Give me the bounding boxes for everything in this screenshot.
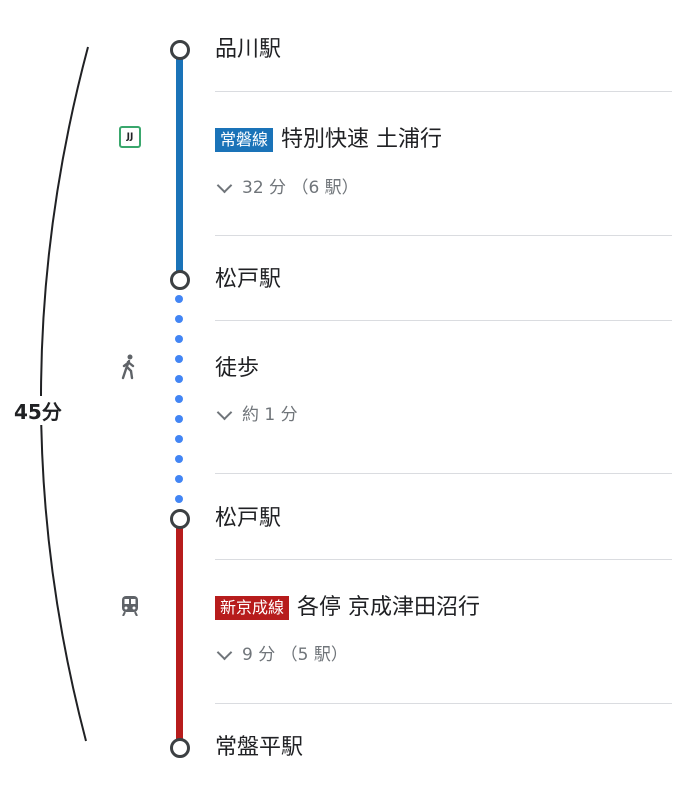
walk-path-dot xyxy=(175,355,183,363)
divider xyxy=(215,703,672,704)
walk-path-dot xyxy=(175,455,183,463)
train-icon xyxy=(122,596,138,616)
shinkeisei-line-bar xyxy=(176,524,183,746)
walk-path-dot xyxy=(175,335,183,343)
segment-title: 徒歩 xyxy=(215,355,259,383)
segment-title: 新京成線 各停 京成津田沼行 xyxy=(215,594,480,622)
segment-detail: 約 1 分 xyxy=(242,405,298,425)
segment-details-toggle[interactable]: 32 分 （6 駅） xyxy=(215,176,359,200)
station-node xyxy=(170,509,190,529)
walk-path-dot xyxy=(175,475,183,483)
joban-line-bar xyxy=(176,55,183,277)
walk-path-dot xyxy=(175,375,183,383)
divider xyxy=(215,91,672,92)
station-node xyxy=(170,738,190,758)
segment-title: 常磐線 特別快速 土浦行 xyxy=(215,126,442,154)
walk-path-dot xyxy=(175,395,183,403)
line-badge: 新京成線 xyxy=(215,596,290,620)
service-name: 特別快速 土浦行 xyxy=(281,127,443,152)
walk-path-dot xyxy=(175,495,183,503)
segment-details-toggle[interactable]: 9 分 （5 駅） xyxy=(215,643,348,667)
walk-path-dot xyxy=(175,295,183,303)
station-node xyxy=(170,270,190,290)
walk-icon xyxy=(121,354,135,380)
station-name[interactable]: 品川駅 xyxy=(215,37,282,62)
segment-detail: 32 分 （6 駅） xyxy=(242,178,359,198)
divider xyxy=(215,559,672,560)
segment-detail: 9 分 （5 駅） xyxy=(242,645,348,665)
station-name[interactable]: 松戸駅 xyxy=(215,267,282,292)
divider xyxy=(215,473,672,474)
segment-details-toggle[interactable]: 約 1 分 xyxy=(215,403,298,427)
service-name: 徒歩 xyxy=(215,356,260,381)
line-badge: 常磐線 xyxy=(215,128,274,152)
chevron-down-icon xyxy=(216,404,233,420)
total-time: 45分 xyxy=(14,396,62,425)
jj-line-icon: JJ xyxy=(119,126,141,148)
station-node xyxy=(170,40,190,60)
walk-path-dot xyxy=(175,415,183,423)
walk-path-dot xyxy=(175,435,183,443)
service-name: 各停 京成津田沼行 xyxy=(297,595,481,620)
chevron-down-icon xyxy=(216,177,233,193)
total-time-bracket xyxy=(40,46,89,742)
chevron-down-icon xyxy=(216,644,233,660)
walk-path-dot xyxy=(175,315,183,323)
station-name[interactable]: 松戸駅 xyxy=(215,506,282,531)
station-name[interactable]: 常盤平駅 xyxy=(215,735,304,760)
divider xyxy=(215,235,672,236)
divider xyxy=(215,320,672,321)
